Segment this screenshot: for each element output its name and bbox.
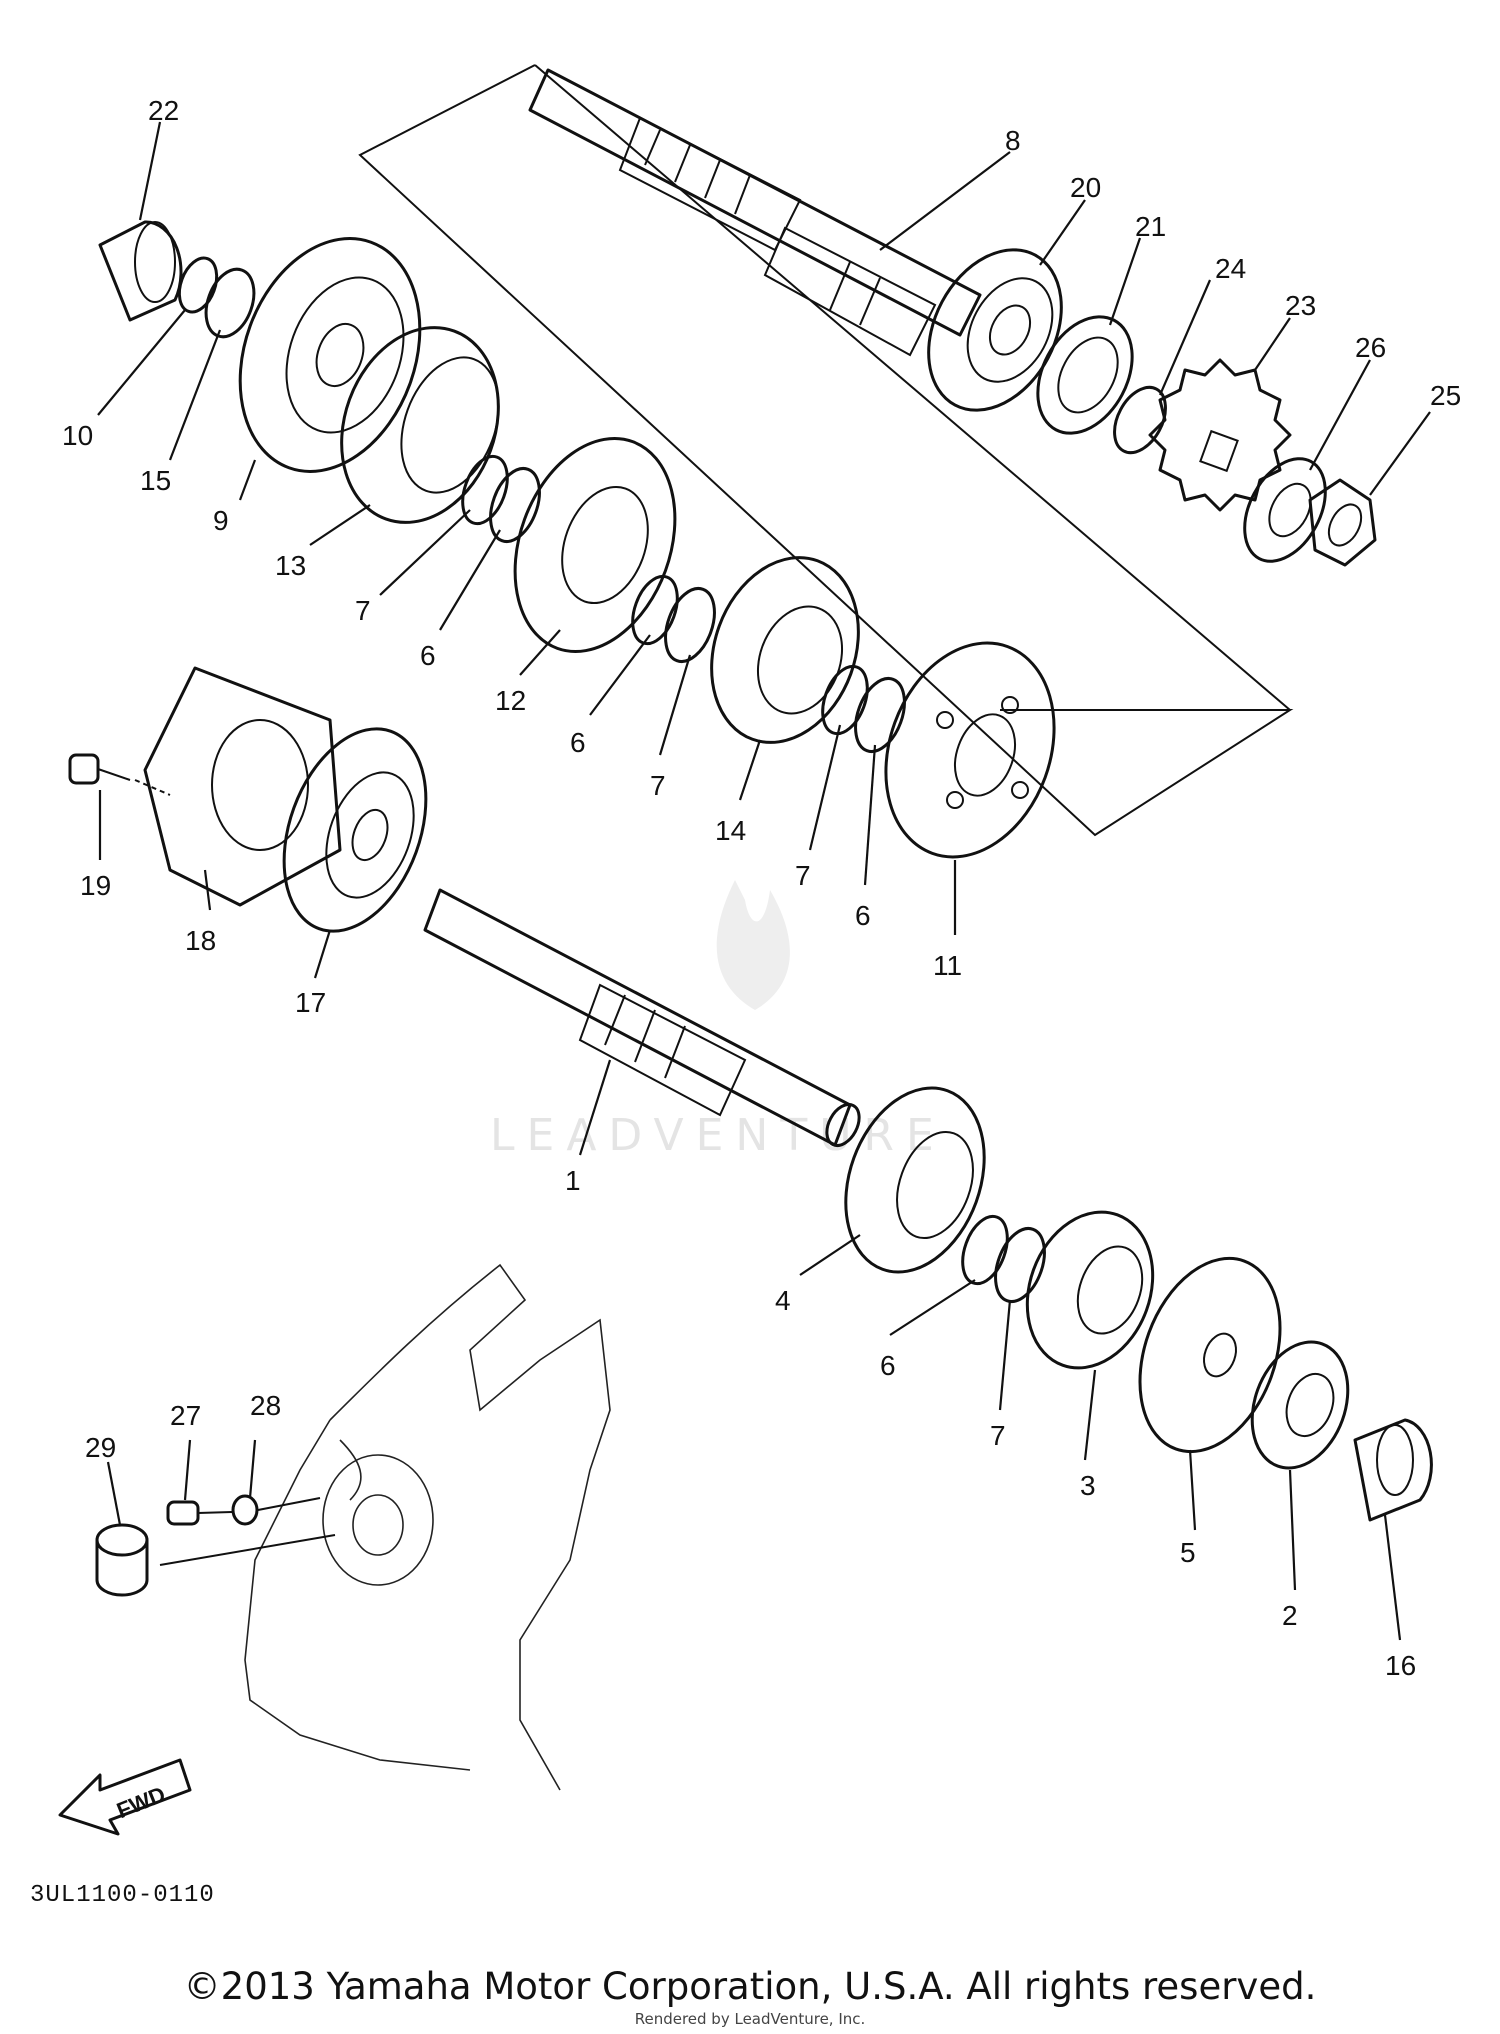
callout-8: 8: [1005, 125, 1021, 156]
callout-7-a: 7: [355, 595, 371, 626]
gear-5: [1138, 1256, 1282, 1454]
callout-7-d: 7: [990, 1420, 1006, 1451]
crankcase-outline: [244, 1263, 611, 1791]
callout-1: 1: [565, 1165, 581, 1196]
gear-14: [710, 556, 860, 744]
screw-19: [68, 753, 171, 796]
washer-6-upper: [461, 454, 541, 543]
callout-16: 16: [1385, 1650, 1416, 1681]
fwd-arrow: FWD: [58, 1758, 192, 1836]
callout-29: 29: [85, 1432, 116, 1463]
callout-17: 17: [295, 987, 326, 1018]
callout-9: 9: [213, 505, 229, 536]
callout-11: 11: [933, 950, 962, 981]
gear-9: [238, 237, 422, 473]
bolt-27: [166, 1500, 233, 1526]
lock-washer-26: [1243, 457, 1327, 563]
callout-3: 3: [1080, 1470, 1096, 1501]
gear-13: [340, 326, 500, 524]
washer-15: [204, 267, 256, 339]
callout-13: 13: [275, 550, 306, 581]
drive-axle-shaft: [423, 888, 861, 1148]
callout-23: 23: [1285, 290, 1316, 321]
rendered-by-credit: Rendered by LeadVenture, Inc.: [634, 2010, 866, 2028]
callout-18: 18: [185, 925, 216, 956]
gear-3: [1025, 1210, 1155, 1370]
bearing-stopper-plate-18: [143, 666, 342, 907]
callout-12: 12: [495, 685, 526, 716]
callout-7-c: 7: [795, 860, 811, 891]
callout-14: 14: [715, 815, 746, 846]
callout-4: 4: [775, 1285, 791, 1316]
callout-6-b: 6: [570, 727, 586, 758]
fwd-label: FWD: [113, 1781, 169, 1823]
bearing-22: [98, 220, 183, 322]
gear-11: [884, 641, 1056, 859]
callout-7-b: 7: [650, 770, 666, 801]
transmission-diagram: LEADVENTURE: [58, 64, 1461, 1836]
callout-6-c: 6: [855, 900, 871, 931]
callout-labels: 22 8 20 21 24 23 26 25 10 15 9 13 7 6 12…: [62, 95, 1461, 1681]
gear-2: [1250, 1340, 1350, 1470]
callout-6-a: 6: [420, 640, 436, 671]
callout-10: 10: [62, 420, 93, 451]
washer-28: [231, 1494, 321, 1526]
callout-22: 22: [148, 95, 179, 126]
callout-6-d: 6: [880, 1350, 896, 1381]
callout-2: 2: [1282, 1600, 1298, 1631]
assembly-enclosure: [358, 64, 1294, 837]
washer-6-lower: [961, 1214, 1046, 1303]
collar-24: [1113, 385, 1167, 455]
drive-sprocket-23: [1148, 358, 1292, 512]
main-axle-shaft: [528, 68, 982, 357]
nut-25: [1308, 478, 1377, 567]
callout-21: 21: [1135, 211, 1166, 242]
oil-seal-21: [1036, 315, 1134, 435]
callout-25: 25: [1430, 380, 1461, 411]
leader-lines: [97, 121, 1431, 1641]
callout-15: 15: [140, 465, 171, 496]
bearing-17: [282, 727, 428, 933]
washer-6-middle: [631, 574, 716, 663]
callout-24: 24: [1215, 253, 1246, 284]
copyright-notice: ©2013 Yamaha Motor Corporation, U.S.A. A…: [183, 1965, 1317, 2008]
callout-19: 19: [80, 870, 111, 901]
callout-28: 28: [250, 1390, 281, 1421]
bearing-16: [1353, 1418, 1433, 1522]
callout-26: 26: [1355, 332, 1386, 363]
circlip-7-lower: [821, 664, 906, 753]
callout-5: 5: [1180, 1537, 1196, 1568]
circlip-10: [177, 256, 219, 314]
plug-29: [95, 1523, 336, 1597]
gear-12: [513, 436, 677, 654]
callout-20: 20: [1070, 172, 1101, 203]
callout-27: 27: [170, 1400, 201, 1431]
gear-4: [844, 1086, 986, 1274]
diagram-code: 3UL1100-0110: [30, 1882, 215, 1909]
